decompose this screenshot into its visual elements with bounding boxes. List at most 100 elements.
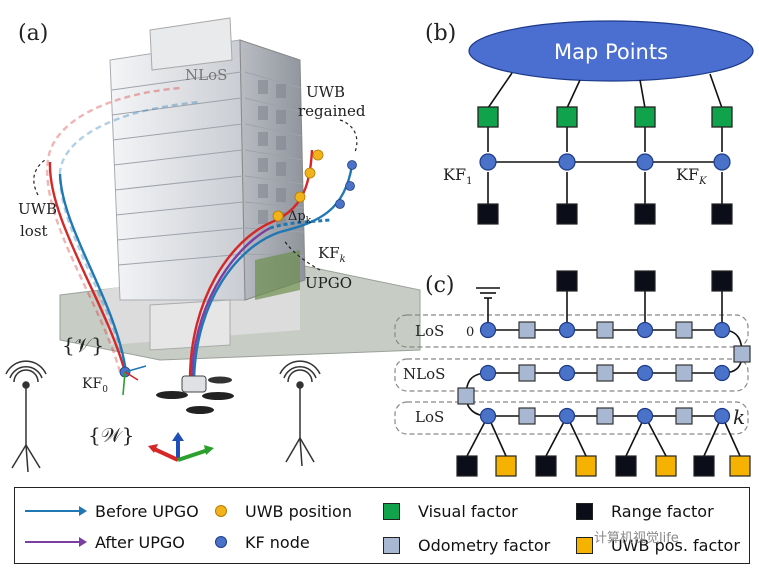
- upgo-label: UPGO: [305, 274, 352, 292]
- legend-odometry-factor: Odometry factor: [383, 534, 550, 556]
- kf-node: [345, 181, 355, 191]
- uwb-regained-label-2: regained: [298, 102, 366, 120]
- legend-range-factor-label: Range factor: [611, 501, 714, 521]
- black-square-icon: [576, 502, 593, 520]
- upgo-correction: [269, 218, 331, 230]
- range-factor: [693, 455, 715, 477]
- kf-node: [713, 321, 731, 339]
- visual-factor: [556, 106, 578, 128]
- legend-visual-factor-label: Visual factor: [418, 501, 518, 521]
- kf-node: [347, 160, 357, 170]
- legend-kf-node: KF node: [215, 531, 310, 553]
- kf-K-label: KFK: [676, 165, 707, 187]
- kf-node: [713, 364, 731, 382]
- after-upgo-path: [190, 226, 271, 381]
- kf-node: [558, 364, 576, 382]
- uwb-lost-label-1: UWB: [18, 200, 57, 218]
- legend: Before UPGO After UPGO UWB position KF n…: [14, 487, 750, 564]
- legend-after-upgo: After UPGO: [25, 531, 185, 553]
- kf-node: [636, 321, 654, 339]
- panel-a: (a): [5, 17, 421, 473]
- range-factor: [711, 203, 733, 225]
- uwb-pos-factor: [655, 455, 677, 477]
- range-factor: [535, 455, 557, 477]
- legend-uwb-pos-factor-label: UWB pos. factor: [611, 535, 740, 555]
- uwb-lost-label-2: lost: [20, 222, 48, 240]
- kf-node: [479, 153, 497, 171]
- row-box-los-1: [394, 314, 749, 348]
- kf-node: [713, 407, 731, 425]
- range-factors-b: [477, 203, 733, 225]
- row-label-nlos: NLoS: [403, 365, 445, 383]
- kf-node: [479, 364, 497, 382]
- range-factors-c-top: [556, 270, 733, 292]
- gray-square-icon: [383, 536, 400, 554]
- odometry-factor: [596, 364, 614, 382]
- row-boxes: [394, 314, 749, 435]
- panel-b-label: (b): [425, 21, 456, 46]
- range-factor: [556, 270, 578, 292]
- frame-v-label: {𝒱}: [62, 333, 104, 357]
- kf-node: [558, 153, 576, 171]
- before-upgo-path: [58, 173, 128, 373]
- red-path-right: [188, 149, 314, 381]
- kf-1-label: KF1: [443, 165, 472, 187]
- odometry-factor: [518, 364, 536, 382]
- range-factor: [615, 455, 637, 477]
- uwb-regained-label-1: UWB: [306, 83, 345, 101]
- uwb-pos-factor: [495, 455, 517, 477]
- delta-p-label: Δpk: [288, 209, 312, 226]
- odometry-factor: [457, 387, 475, 405]
- watermark: 计算机视觉life: [594, 531, 679, 546]
- odometry-factor: [596, 407, 614, 425]
- panel-b: (b) Map Points: [425, 20, 754, 225]
- uwb-anchor-right-icon: [279, 360, 321, 467]
- legend-after-upgo-label: After UPGO: [95, 532, 185, 552]
- visual-factors: [477, 106, 733, 128]
- legend-uwb-position-label: UWB position: [245, 501, 352, 521]
- kf-node: [636, 153, 654, 171]
- kf-k-label: KFk: [318, 244, 346, 265]
- legend-odometry-factor-label: Odometry factor: [418, 535, 551, 555]
- legend-range-factor: Range factor: [576, 500, 714, 522]
- range-factor: [634, 270, 656, 292]
- frame-v-axes: [122, 365, 147, 396]
- kf-node: [558, 321, 576, 339]
- odometry-factors: [457, 321, 751, 425]
- legend-visual-factor: Visual factor: [383, 500, 518, 522]
- range-factor: [477, 203, 499, 225]
- odometry-factor: [518, 407, 536, 425]
- panel-a-label: (a): [18, 21, 48, 46]
- index-0-label: 0: [466, 325, 474, 340]
- legend-uwb-pos-factor: UWB pos. factor: [576, 534, 740, 556]
- odometry-factor: [518, 321, 536, 339]
- blue-arrow-icon: [25, 506, 87, 516]
- factor-graph-b-edges: [487, 72, 723, 205]
- legend-before-upgo: Before UPGO: [25, 500, 199, 522]
- kf-0-label: KF0: [82, 376, 108, 395]
- kf-node: [636, 364, 654, 382]
- visual-factor: [477, 106, 499, 128]
- frame-w-label: {𝒲}: [88, 423, 134, 447]
- legend-before-upgo-label: Before UPGO: [95, 501, 199, 521]
- frame-w-axes: [148, 432, 214, 462]
- blue-dot-icon: [215, 536, 227, 548]
- index-k-label: k: [733, 405, 745, 429]
- panel-c: (c): [394, 270, 751, 477]
- visual-factor: [711, 106, 733, 128]
- map-points-label: Map Points: [554, 40, 668, 64]
- row-label-los-1: LoS: [415, 322, 444, 340]
- legend-kf-node-label: KF node: [245, 532, 310, 552]
- kf-nodes-c: [479, 321, 731, 425]
- blue-path-dashed: [58, 100, 201, 373]
- nlos-label: NLoS: [185, 66, 227, 84]
- range-factor: [456, 455, 478, 477]
- uwb-pos-factor: [575, 455, 597, 477]
- kf-nodes-b: [479, 153, 731, 171]
- row-box-los-2: [394, 401, 749, 435]
- red-path-dashed: [46, 86, 181, 373]
- range-factor: [556, 203, 578, 225]
- kf-node: [713, 153, 731, 171]
- figure-canvas: (a): [5, 17, 754, 477]
- uwb-position-dot: [294, 191, 306, 203]
